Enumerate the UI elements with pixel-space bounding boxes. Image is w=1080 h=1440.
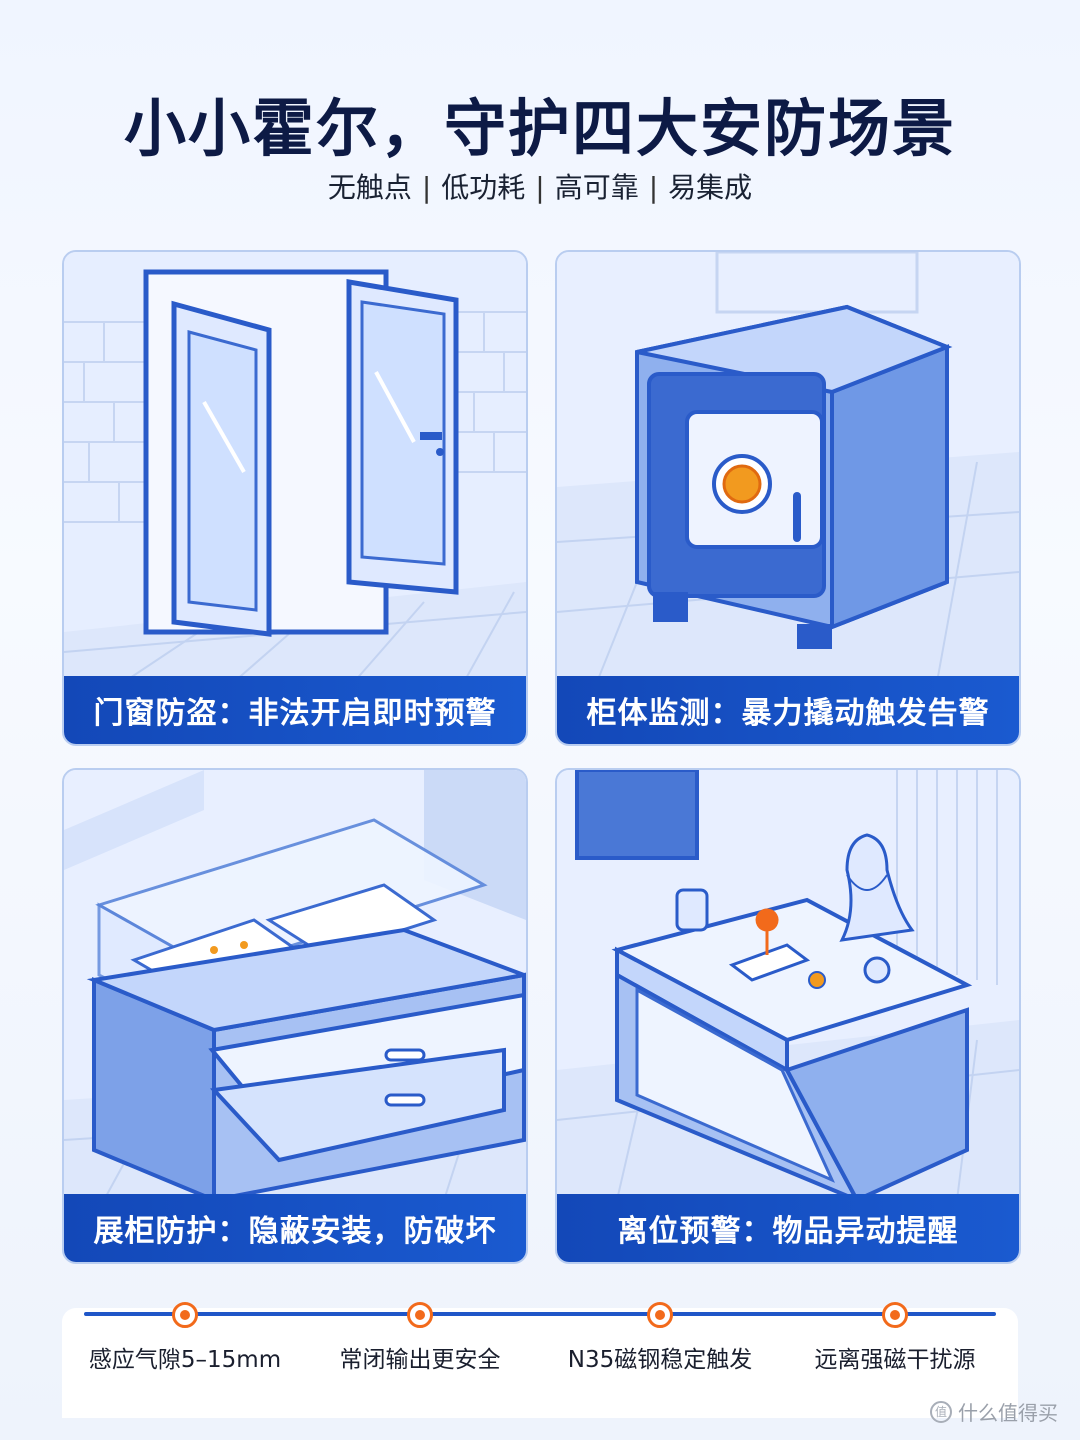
subtitle-separator: | <box>535 171 545 204</box>
feature-bar: 感应气隙5–15mm 常闭输出更安全 N35磁钢稳定触发 远离强磁干扰源 <box>62 1302 1018 1418</box>
cabinet-illustration <box>64 770 526 1200</box>
feature-dot <box>172 1302 198 1328</box>
page-subtitle: 无触点 | 低功耗 | 高可靠 | 易集成 <box>0 166 1080 206</box>
subtitle-item: 高可靠 <box>554 171 639 204</box>
card-safe: 柜体监测：暴力撬动触发告警 <box>555 250 1021 746</box>
subtitle-item: 易集成 <box>668 171 753 204</box>
jewelry-illustration <box>557 770 1019 1200</box>
card-display-cabinet: 展柜防护：隐蔽安装，防破坏 <box>62 768 528 1264</box>
watermark: 值 什么值得买 <box>930 1397 1058 1426</box>
door-illustration <box>64 252 526 682</box>
subtitle-separator: | <box>421 171 432 204</box>
safe-illustration <box>557 252 1019 682</box>
feature-dot <box>882 1302 908 1328</box>
subtitle-item: 低功耗 <box>441 171 526 204</box>
card-jewelry-table: 离位预警：物品异动提醒 <box>555 768 1021 1264</box>
feature-item: 远离强磁干扰源 <box>814 1347 976 1373</box>
card-label: 展柜防护：隐蔽安装，防破坏 <box>64 1194 526 1262</box>
watermark-text: 什么值得买 <box>958 1401 1058 1425</box>
feature-item: N35磁钢稳定触发 <box>567 1347 753 1373</box>
feature-line <box>84 1312 996 1316</box>
feature-dot <box>647 1302 673 1328</box>
card-label: 柜体监测：暴力撬动触发告警 <box>557 676 1019 744</box>
feature-item: 感应气隙5–15mm <box>88 1347 282 1373</box>
page-title: 小小霍尔，守护四大安防场景 <box>123 92 956 165</box>
card-label: 离位预警：物品异动提醒 <box>557 1194 1019 1262</box>
card-door-window: 门窗防盗：非法开启即时预警 <box>62 250 528 746</box>
feature-dot <box>407 1302 433 1328</box>
feature-item: 常闭输出更安全 <box>339 1347 501 1373</box>
subtitle-separator: | <box>648 171 659 204</box>
subtitle-item: 无触点 <box>327 171 412 204</box>
zhi-icon: 值 <box>930 1400 952 1423</box>
card-label: 门窗防盗：非法开启即时预警 <box>64 676 526 744</box>
